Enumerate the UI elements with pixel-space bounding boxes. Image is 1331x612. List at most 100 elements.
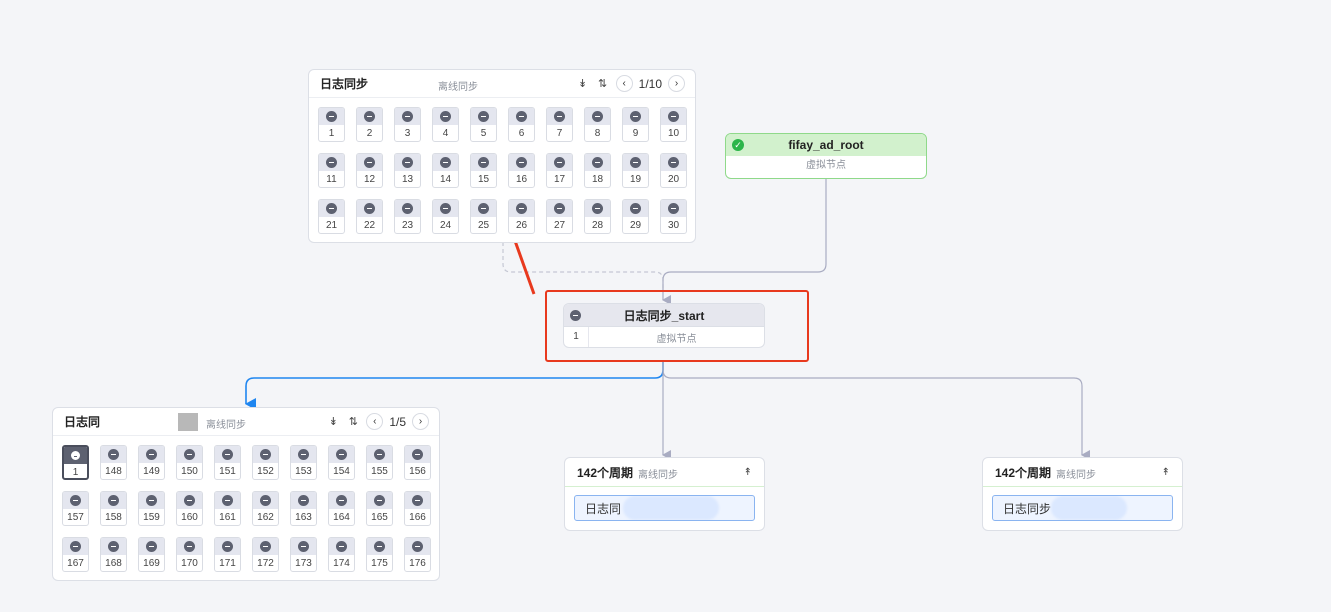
sort-arrows-icon[interactable]: ⇅ (598, 78, 608, 90)
instance-chip[interactable]: 172 (252, 537, 279, 572)
instance-chip[interactable]: 151 (214, 445, 241, 480)
minus-circle-icon (412, 449, 423, 460)
instance-chip[interactable]: 157 (62, 491, 89, 526)
cycle-node-2[interactable]: 142个周期 离线同步 ↟ 日志同步 (982, 457, 1183, 531)
instance-chip[interactable]: 154 (328, 445, 355, 480)
instance-chip[interactable]: 152 (252, 445, 279, 480)
double-chevron-down-icon[interactable]: ↡ (578, 78, 588, 90)
minus-circle-icon (592, 203, 603, 214)
instance-chip[interactable]: 162 (252, 491, 279, 526)
double-chevron-up-icon[interactable]: ↟ (743, 466, 752, 478)
minus-circle-icon (222, 541, 233, 552)
instance-chip[interactable]: 149 (138, 445, 165, 480)
instance-chip[interactable]: 15 (470, 153, 497, 188)
instance-chip[interactable]: 170 (176, 537, 203, 572)
start-instance[interactable]: 1 (564, 327, 589, 347)
chevron-right-icon[interactable]: › (668, 75, 685, 92)
instance-chip[interactable]: 4 (432, 107, 459, 142)
instance-chip[interactable]: 6 (508, 107, 535, 142)
double-chevron-up-icon[interactable]: ↟ (1161, 466, 1170, 478)
double-chevron-down-icon[interactable]: ↡ (328, 416, 338, 428)
instance-chip[interactable]: 1 (318, 107, 345, 142)
minus-circle-icon (108, 449, 119, 460)
instance-chip[interactable]: 10 (660, 107, 687, 142)
instance-chip[interactable]: 26 (508, 199, 535, 234)
instance-chip[interactable]: 165 (366, 491, 393, 526)
instance-chip[interactable]: 171 (214, 537, 241, 572)
instance-chip[interactable]: 29 (622, 199, 649, 234)
minus-circle-icon (184, 449, 195, 460)
instance-chip[interactable]: 3 (394, 107, 421, 142)
instance-chip[interactable]: 9 (622, 107, 649, 142)
minus-circle-icon (592, 111, 603, 122)
instance-chip[interactable]: 150 (176, 445, 203, 480)
instance-chip[interactable]: 153 (290, 445, 317, 480)
cycle-title: 142个周期 (995, 465, 1052, 480)
instance-chip[interactable]: 169 (138, 537, 165, 572)
instance-chip[interactable]: 22 (356, 199, 383, 234)
instance-chip[interactable]: 174 (328, 537, 355, 572)
instance-chip[interactable]: 21 (318, 199, 345, 234)
instance-chip[interactable]: 176 (404, 537, 431, 572)
instance-chip[interactable]: 12 (356, 153, 383, 188)
instance-chip[interactable]: 166 (404, 491, 431, 526)
instance-chip[interactable]: 20 (660, 153, 687, 188)
chevron-left-icon[interactable]: ‹ (615, 75, 633, 92)
instance-chip[interactable]: 7 (546, 107, 573, 142)
instance-chip[interactable]: 161 (214, 491, 241, 526)
root-node[interactable]: ✓ fifay_ad_root 虚拟节点 (725, 133, 927, 179)
instance-chip[interactable]: 2 (356, 107, 383, 142)
instance-status (405, 492, 430, 509)
start-node[interactable]: 日志同步_start 1 虚拟节点 (563, 303, 765, 348)
instance-chip[interactable]: 24 (432, 199, 459, 234)
annotation-highlight-box (545, 290, 809, 362)
instance-status (139, 446, 164, 463)
instance-number: 153 (295, 466, 312, 477)
instance-chip[interactable]: 30 (660, 199, 687, 234)
instance-chip[interactable]: 175 (366, 537, 393, 572)
chevron-left-icon[interactable]: ‹ (366, 413, 384, 430)
instance-status (101, 538, 126, 555)
instance-chip[interactable]: 5 (470, 107, 497, 142)
instance-chip[interactable]: 155 (366, 445, 393, 480)
instance-chip[interactable]: 16 (508, 153, 535, 188)
instance-chip[interactable]: 148 (100, 445, 127, 480)
instance-status (395, 154, 420, 171)
instance-chip[interactable]: 8 (584, 107, 611, 142)
instance-chip[interactable]: 28 (584, 199, 611, 234)
instance-number: 158 (105, 512, 122, 523)
instance-number: 14 (439, 174, 452, 185)
cycle-item[interactable]: 日志同 (574, 495, 755, 521)
instance-chip[interactable]: 17 (546, 153, 573, 188)
instance-chip[interactable]: 173 (290, 537, 317, 572)
instance-chip[interactable]: 1 (62, 445, 89, 480)
instance-status (291, 446, 316, 463)
instance-chip[interactable]: 14 (432, 153, 459, 188)
instance-chip[interactable]: 159 (138, 491, 165, 526)
cycle-item[interactable]: 日志同步 (992, 495, 1173, 521)
instance-chip[interactable]: 11 (318, 153, 345, 188)
instance-chip[interactable]: 168 (100, 537, 127, 572)
chevron-right-icon[interactable]: › (412, 413, 429, 430)
instance-chip[interactable]: 164 (328, 491, 355, 526)
minus-circle-icon (184, 495, 195, 506)
instance-chip[interactable]: 167 (62, 537, 89, 572)
minus-circle-icon (440, 203, 451, 214)
instance-status (547, 154, 572, 171)
instance-chip[interactable]: 23 (394, 199, 421, 234)
instance-chip[interactable]: 18 (584, 153, 611, 188)
sort-arrows-icon[interactable]: ⇅ (348, 416, 358, 428)
instance-chip[interactable]: 25 (470, 199, 497, 234)
cycle-node-1[interactable]: 142个周期 离线同步 ↟ 日志同 (564, 457, 765, 531)
instance-chip[interactable]: 160 (176, 491, 203, 526)
instance-chip[interactable]: 156 (404, 445, 431, 480)
instance-chip[interactable]: 163 (290, 491, 317, 526)
minus-circle-icon (146, 495, 157, 506)
instance-chip[interactable]: 158 (100, 491, 127, 526)
instance-chip[interactable]: 19 (622, 153, 649, 188)
instance-chip[interactable]: 27 (546, 199, 573, 234)
minus-circle-icon (516, 203, 527, 214)
instance-chip[interactable]: 13 (394, 153, 421, 188)
